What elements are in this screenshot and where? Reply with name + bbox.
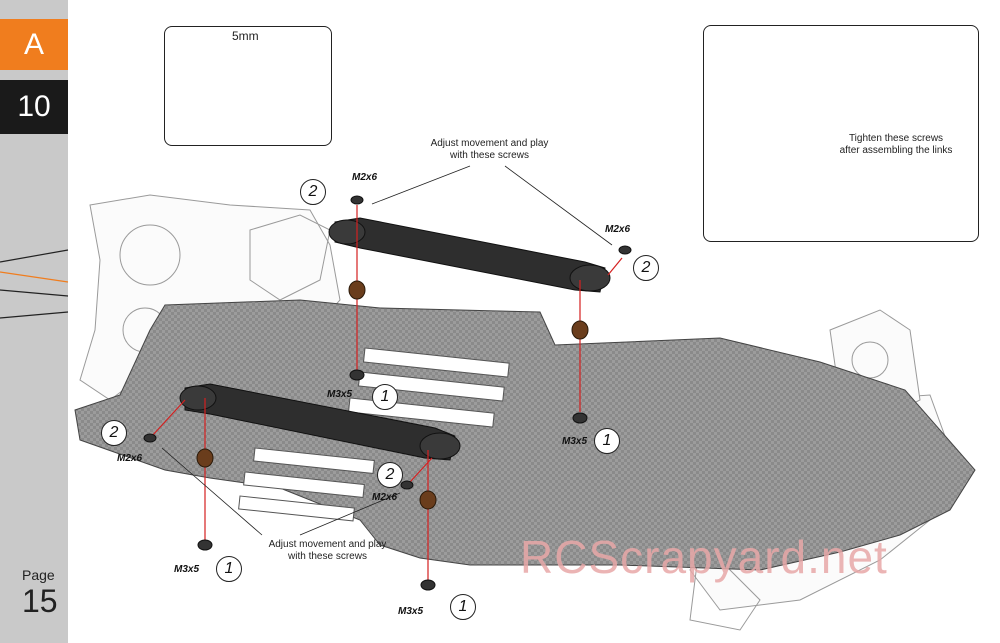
part-label-m3x5: M3x5 xyxy=(327,389,353,400)
step-circle-1: 1 xyxy=(450,594,476,620)
part-label-m2x6: M2x6 xyxy=(352,172,378,183)
screws xyxy=(143,195,632,591)
part-label-m3x5: M3x5 xyxy=(398,606,424,617)
part-label-m2x6: M2x6 xyxy=(605,224,631,235)
sidebar: A 10 Page 15 xyxy=(0,0,68,643)
page-number: 15 xyxy=(22,583,58,619)
step-circle-2: 2 xyxy=(633,255,659,281)
step-number: 10 xyxy=(0,80,68,134)
lower-link xyxy=(179,383,461,461)
part-label-m2x6: M2x6 xyxy=(117,453,143,464)
page-label: Page xyxy=(22,567,55,583)
bottom-callout-line2: with these screws xyxy=(288,551,367,562)
part-label-m2x6: M2x6 xyxy=(372,492,398,503)
step-circle-1: 1 xyxy=(594,428,620,454)
part-label-m3x5: M3x5 xyxy=(174,564,200,575)
callout-leaders xyxy=(161,165,613,536)
bottom-callout: Adjust movement and play with these scre… xyxy=(250,539,405,563)
top-callout: Adjust movement and play with these scre… xyxy=(412,138,567,162)
step-circle-2: 2 xyxy=(101,420,127,446)
bottom-callout-line1: Adjust movement and play xyxy=(268,539,387,550)
carbon-chassis-plate xyxy=(74,299,976,571)
ball-studs xyxy=(196,280,589,510)
top-callout-line1: Adjust movement and play xyxy=(430,138,549,149)
upper-link xyxy=(328,217,611,293)
watermark: RCScrapyard.net xyxy=(520,531,888,583)
ball-stud-dimension: 5mm xyxy=(232,29,259,43)
part-label-m3x5: M3x5 xyxy=(562,436,588,447)
detail-note: Tighten these screws after assembling th… xyxy=(826,133,966,157)
step-circle-2: 2 xyxy=(377,462,403,488)
top-callout-line2: with these screws xyxy=(450,150,529,161)
detail-note-line2: after assembling the links xyxy=(839,145,953,156)
ball-stud-inset xyxy=(164,26,332,146)
detail-inset xyxy=(703,25,979,242)
step-circle-1: 1 xyxy=(216,556,242,582)
step-circle-2: 2 xyxy=(300,179,326,205)
section-letter: A xyxy=(0,19,68,70)
sidebar-lines xyxy=(0,249,69,319)
step-circle-1: 1 xyxy=(372,384,398,410)
detail-note-line1: Tighten these screws xyxy=(848,133,944,144)
